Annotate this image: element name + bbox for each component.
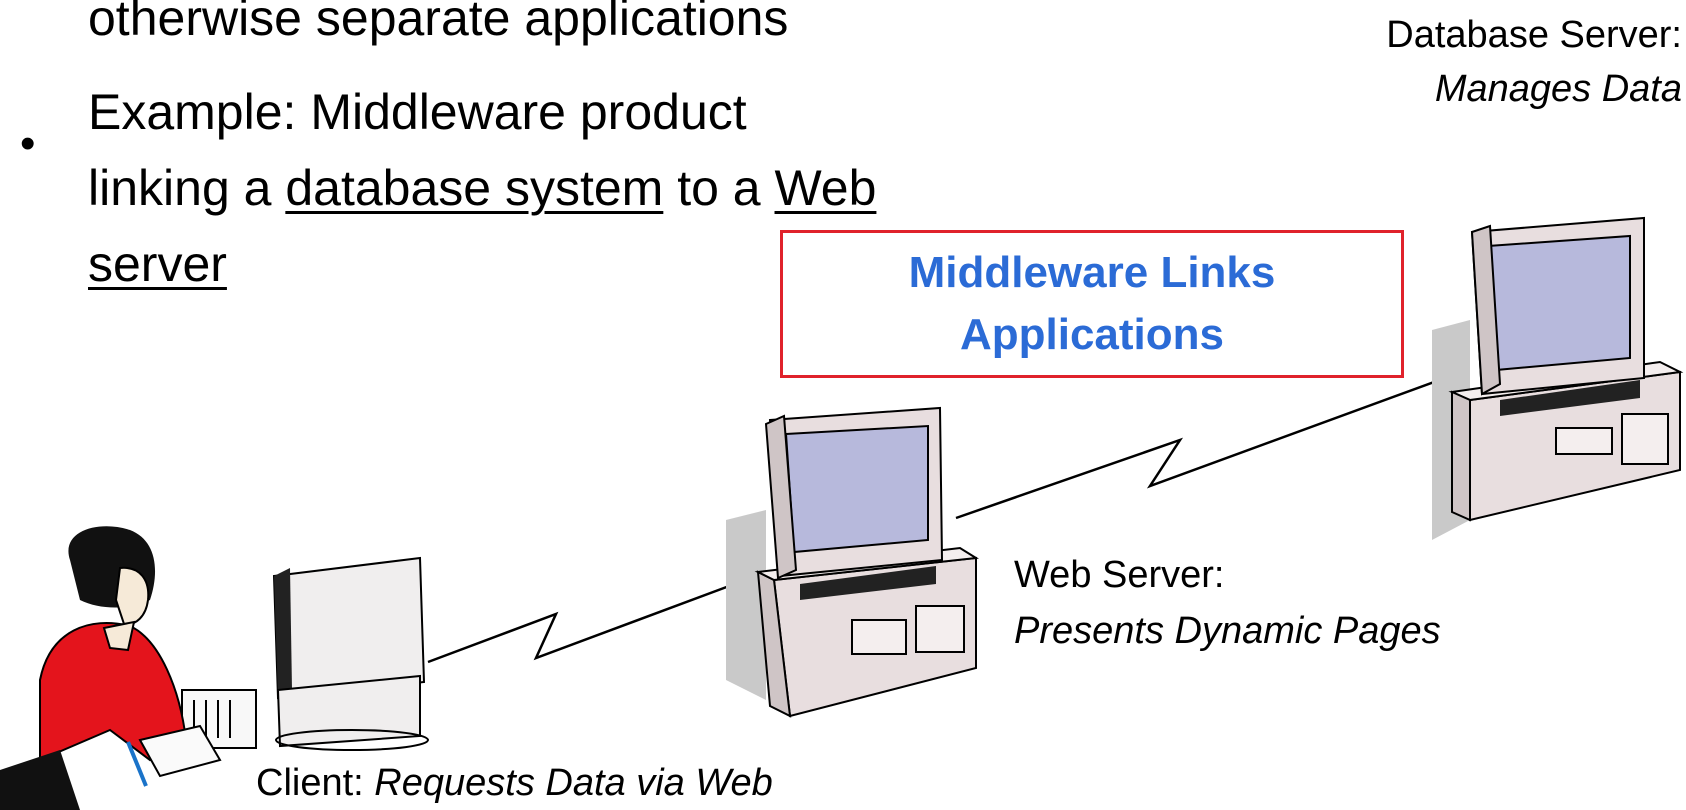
web-link: Web <box>774 160 877 216</box>
network-link-icon <box>955 372 1457 520</box>
bullet-line-continuation: otherwise separate applications <box>88 0 789 46</box>
web-server-role: Presents Dynamic Pages <box>1014 610 1441 652</box>
client-title: Client: <box>256 762 375 804</box>
network-link-icon <box>427 580 741 664</box>
server-link: server <box>88 236 227 292</box>
bullet-marker: • <box>20 119 36 168</box>
database-system-link: database system <box>285 160 664 216</box>
text-linking: linking a <box>88 160 286 216</box>
database-server-computer-icon <box>1432 216 1684 540</box>
middleware-callout-box: Middleware Links Applications <box>780 230 1404 378</box>
callout-line-1: Middleware Links <box>908 248 1276 297</box>
client-label: Client: Requests Data via Web <box>256 756 773 810</box>
client-role: Requests Data via Web <box>374 762 773 804</box>
bullet-line-example: Example: Middleware product <box>88 84 747 140</box>
text-to-a: to a <box>663 160 775 216</box>
web-server-title: Web Server: <box>1014 554 1225 596</box>
database-server-role: Manages Data <box>1434 68 1682 110</box>
database-server-title: Database Server: <box>1386 14 1682 56</box>
callout-line-2: Applications <box>959 310 1225 359</box>
client-computer-icon <box>181 556 429 751</box>
bullet-line-linking: linking a database system to a Web <box>88 152 876 224</box>
web-server-computer-icon <box>726 406 979 718</box>
bullet-line-server: server <box>88 228 227 300</box>
person-at-desk-icon <box>0 526 222 810</box>
